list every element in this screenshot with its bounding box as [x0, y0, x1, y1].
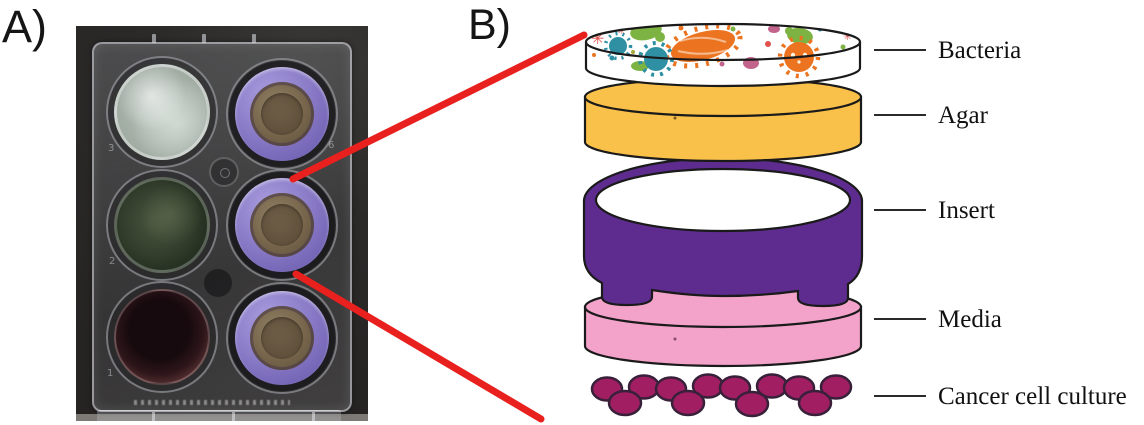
label-insert: Insert — [938, 197, 995, 224]
cancer-cells-layer — [590, 373, 853, 418]
plate-tab — [152, 34, 156, 43]
agar-layer — [583, 76, 863, 163]
insert-membrane — [261, 317, 303, 359]
insert-ring — [235, 67, 329, 161]
media-layer — [583, 285, 863, 368]
well-number-2: 2 — [109, 256, 116, 267]
microbe-pattern: ✳ ✳ ✳ — [591, 24, 852, 79]
bench-strip — [76, 414, 368, 421]
lid-tab — [232, 412, 235, 421]
well-plate-photo: 3 2 1 6 — [76, 26, 368, 421]
insert-ring — [235, 291, 329, 385]
lid-tab — [152, 412, 155, 421]
insert-interior — [250, 193, 314, 257]
label-bacteria: Bacteria — [938, 37, 1021, 64]
insert-interior — [250, 82, 314, 146]
layer-labels: Bacteria Agar Insert Media Cancer cell c… — [938, 37, 1127, 410]
label-cancer-cells: Cancer cell culture — [938, 383, 1127, 410]
well-middle-left — [106, 169, 218, 281]
lid-tab — [312, 412, 315, 421]
plate-tab — [252, 34, 256, 43]
label-agar: Agar — [938, 102, 989, 129]
svg-text:✳: ✳ — [843, 30, 852, 43]
label-connectors — [874, 49, 926, 397]
svg-text:✳: ✳ — [617, 26, 625, 37]
panel-b-label: B) — [468, 1, 511, 49]
svg-text:✳: ✳ — [591, 29, 604, 48]
plate-lid-edge — [97, 410, 341, 421]
insert-layer — [582, 156, 864, 308]
well-number-6: 6 — [328, 140, 335, 151]
well-number-1: 1 — [107, 368, 114, 379]
panel-a-label: A) — [2, 1, 47, 52]
insert-interior — [250, 306, 314, 370]
well-middle-left-liquid — [114, 177, 210, 273]
well-bottom-left-liquid — [114, 289, 210, 385]
bacteria-layer: ✳ ✳ ✳ — [584, 22, 862, 88]
insert-membrane — [261, 204, 303, 246]
well-bottom-left — [106, 281, 218, 393]
plate-etched-text — [134, 400, 290, 405]
plate-emboss-ring — [209, 157, 239, 187]
insert-ring — [235, 178, 329, 272]
label-media: Media — [938, 306, 1002, 333]
well-top-left — [106, 56, 218, 168]
well-top-left-liquid — [114, 64, 210, 160]
plate-emboss-dot — [220, 168, 230, 178]
plate-emboss-circle — [204, 269, 232, 297]
plate-tab — [202, 34, 206, 43]
insert-membrane — [261, 93, 303, 135]
well-bottom-right — [226, 282, 338, 394]
well-top-right — [226, 58, 338, 170]
well-middle-right — [226, 169, 338, 281]
well-number-3: 3 — [108, 143, 115, 154]
